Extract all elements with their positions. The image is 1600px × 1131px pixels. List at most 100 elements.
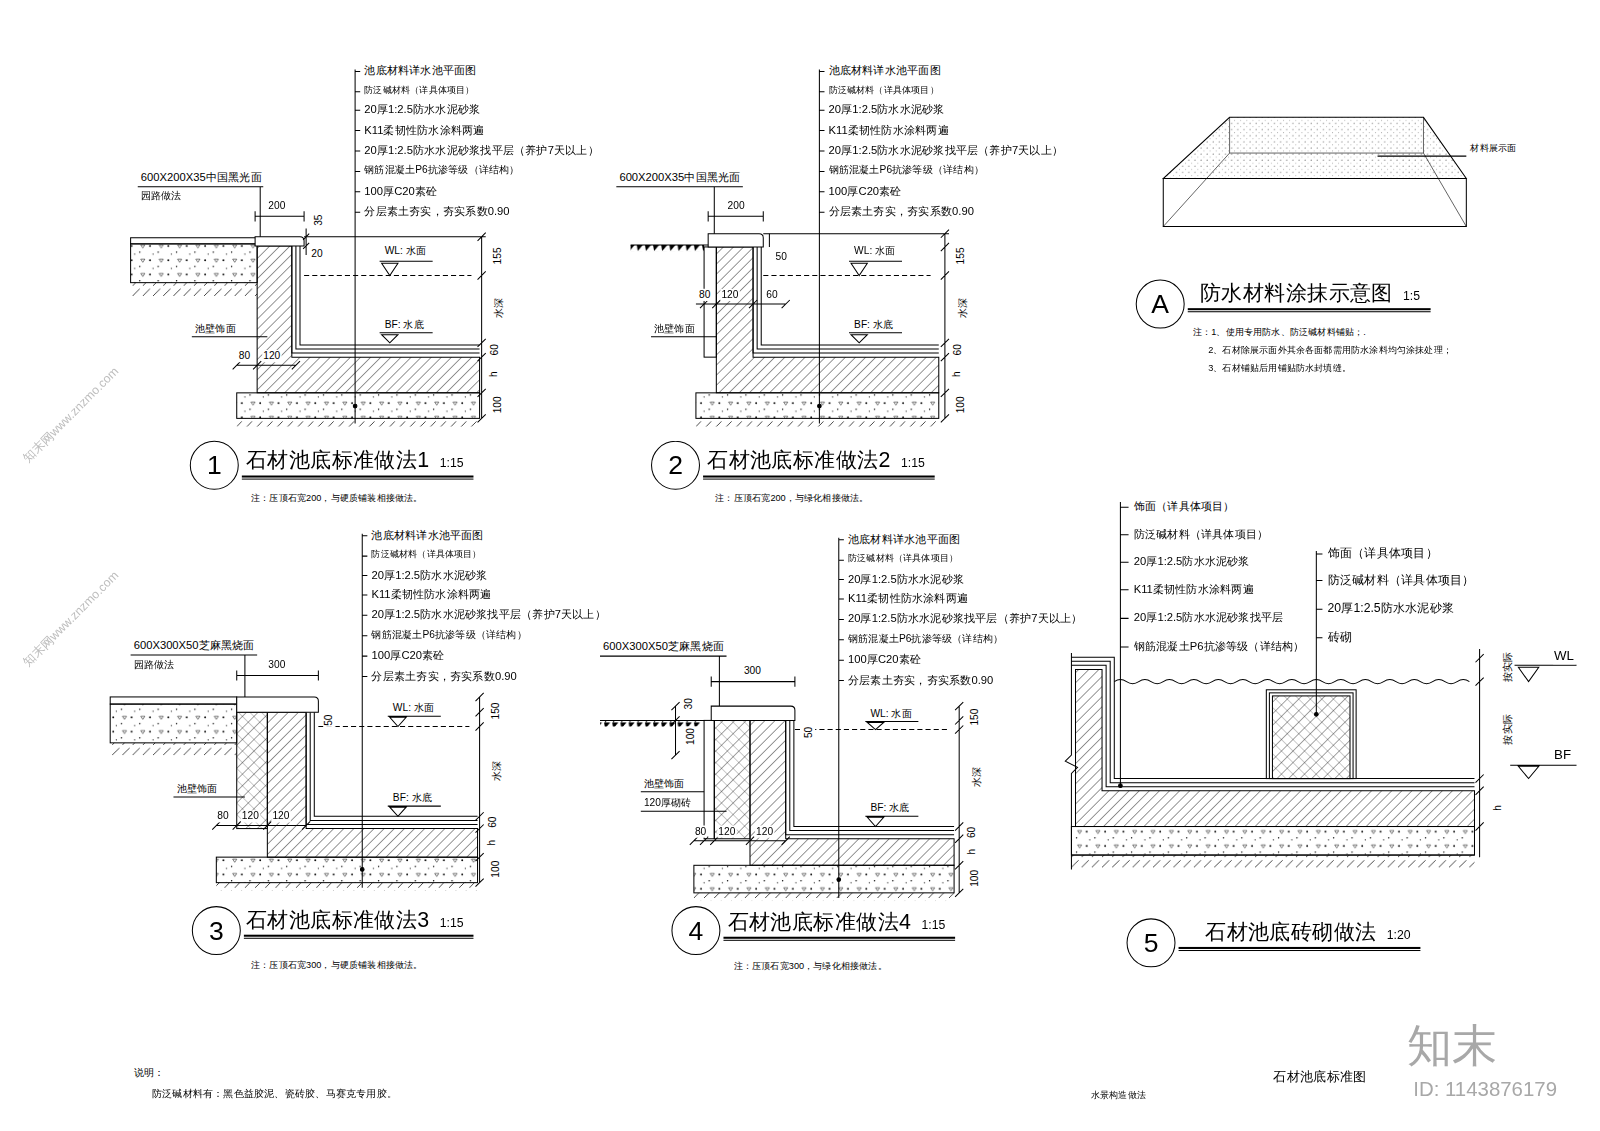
section-detail-3: [110, 743, 237, 757]
annotation-text: 100厚C20素砼: [847, 653, 922, 666]
section-detail-4: [865, 721, 918, 729]
annotation-text: 120厚砌砖: [643, 797, 693, 809]
title-underline: [244, 935, 474, 939]
section-detail-5: [1076, 669, 1475, 826]
section-detail-5: [1266, 690, 1356, 779]
annotation-text: BF: [1553, 748, 1572, 763]
annotation-text: 200: [727, 200, 746, 212]
detail-title: 石材池底标准做法2: [707, 448, 890, 473]
dimension-text: 60: [966, 826, 978, 839]
dimension-text: 100: [489, 860, 501, 879]
section-detail-4: [704, 720, 714, 838]
annotation-text: 注：压顶石宽300，与绿化相接做法。: [733, 961, 888, 972]
dimension-text: 35: [313, 213, 325, 226]
section-detail-2: [849, 261, 902, 275]
dimension-text: 100: [969, 869, 981, 888]
section-detail-1: [304, 233, 486, 423]
annotation-text: 池壁饰面: [176, 783, 219, 795]
annotation-text: 80: [216, 810, 229, 822]
section-detail-4: [694, 865, 954, 893]
annotation-text: 600X200X35中国黑光面: [618, 170, 741, 183]
section-detail-2: [696, 300, 790, 308]
section-detail-3: [362, 534, 367, 888]
section-detail-4: [600, 720, 702, 726]
section-detail-1: [138, 187, 264, 237]
annotation-text: 池底材料详水池平面图: [847, 533, 961, 546]
detail-index-circle: 4石材池底标准做法41:15: [671, 906, 720, 955]
annotation-text: 80: [238, 350, 251, 362]
annotation-text: 120: [717, 826, 736, 838]
annotation-text: 20厚1:2.5防水水泥砂浆找平层（养护7天以上）: [363, 144, 600, 157]
waterproof-block-sketch: [1163, 117, 1466, 226]
detail-number: A: [1137, 281, 1184, 328]
annotation-text: 饰面（详具体项目）: [1327, 547, 1439, 561]
section-detail-1: [192, 336, 268, 337]
annotation-text: 20厚1:2.5防水水泥砂浆: [847, 572, 965, 585]
annotation-text: 120: [720, 289, 739, 301]
section-detail-5: [1272, 696, 1350, 779]
detail-index-circle: 2石材池底标准做法21:15: [651, 441, 700, 490]
detail-number: 1: [191, 442, 238, 489]
annotation-text: 防泛碱材料（详具体项目）: [847, 553, 959, 564]
section-detail-4: [671, 702, 679, 759]
section-detail-1: [353, 404, 357, 408]
annotation-text: 600X200X35中国黑光面: [140, 170, 263, 183]
annotation-text: 分层素土夯实，夯实系数0.90: [828, 205, 975, 218]
annotation-text: 钢筋混凝土P6抗渗等级（详结构）: [363, 164, 520, 176]
annotation-text: 防泛碱材料（详具体项目）: [1327, 573, 1476, 587]
waterproof-block-sketch: [1163, 117, 1466, 178]
annotation-text: 钢筋混凝土P6抗渗等级（详结构）: [370, 629, 527, 641]
annotation-text: 20厚1:2.5防水水泥砂浆: [828, 103, 946, 116]
section-detail-2: [708, 211, 763, 221]
section-detail-2: [716, 247, 938, 393]
annotation-text: 50: [774, 251, 787, 263]
dimension-text: h: [1492, 804, 1504, 812]
annotation-text: WL: 水面: [869, 708, 912, 720]
annotation-text: 园路做法: [133, 659, 176, 671]
title-underline: [1188, 308, 1431, 312]
section-detail-1: [255, 211, 304, 221]
section-detail-5: [1119, 784, 1123, 788]
section-detail-4: [694, 893, 954, 901]
annotation-text: 防泛碱材料（详具体项目）: [828, 85, 940, 96]
annotation-text: WL: 水面: [392, 702, 435, 714]
section-detail-3: [388, 716, 441, 726]
annotation-text: 池底材料详水池平面图: [370, 529, 484, 542]
section-detail-1: [292, 246, 480, 353]
section-detail-1: [380, 261, 433, 275]
section-detail-3: [216, 857, 477, 883]
annotation-text: 3、石材铺贴后用铺贴防水封填缝。: [1207, 363, 1352, 374]
section-detail-5: [1510, 665, 1576, 681]
detail-index-circle: A防水材料涂抹示意图1:5: [1136, 280, 1185, 329]
annotation-text: 池壁饰面: [194, 322, 237, 334]
section-detail-1: [131, 69, 486, 426]
section-detail-3: [110, 697, 237, 704]
section-detail-2: [819, 69, 824, 423]
annotation-text: 60: [765, 289, 778, 301]
title-underline: [703, 476, 935, 480]
section-detail-2: [708, 234, 763, 247]
scale-text: 1:15: [901, 457, 925, 471]
dimension-text: h: [486, 839, 498, 847]
section-detail-2: [651, 336, 716, 337]
annotation-text: 防泛碱材料有：黑色益胶泥、瓷砖胶、马赛克专用胶。: [151, 1088, 398, 1100]
annotation-text: 池底材料详水池平面图: [363, 64, 477, 77]
annotation-text: BF: 水底: [392, 792, 433, 804]
annotation-text: 注：压顶石宽200，与绿化相接做法。: [714, 493, 869, 504]
annotation-text: 注：压顶石宽200，与硬质铺装相接做法。: [250, 493, 424, 504]
watermark: 知末网www.znzmo.com: [20, 568, 122, 670]
annotation-text: 120: [271, 810, 290, 822]
annotation-text: 防泛碱材料（详具体项目）: [370, 549, 482, 560]
dimension-text: h: [965, 848, 977, 856]
section-detail-2: [769, 234, 770, 247]
dimension-text: 60: [952, 343, 964, 356]
section-detail-5: [1071, 657, 1474, 787]
annotation-text: K11柔韧性防水涂料两遍: [1133, 583, 1255, 596]
section-detail-2: [849, 333, 902, 343]
scale-text: 1:20: [1387, 929, 1411, 943]
annotation-text: 池壁饰面: [653, 322, 696, 334]
watermark: 知末网www.znzmo.com: [20, 364, 122, 466]
section-detail-5: [1071, 827, 1474, 856]
section-detail-5: [1120, 502, 1128, 786]
